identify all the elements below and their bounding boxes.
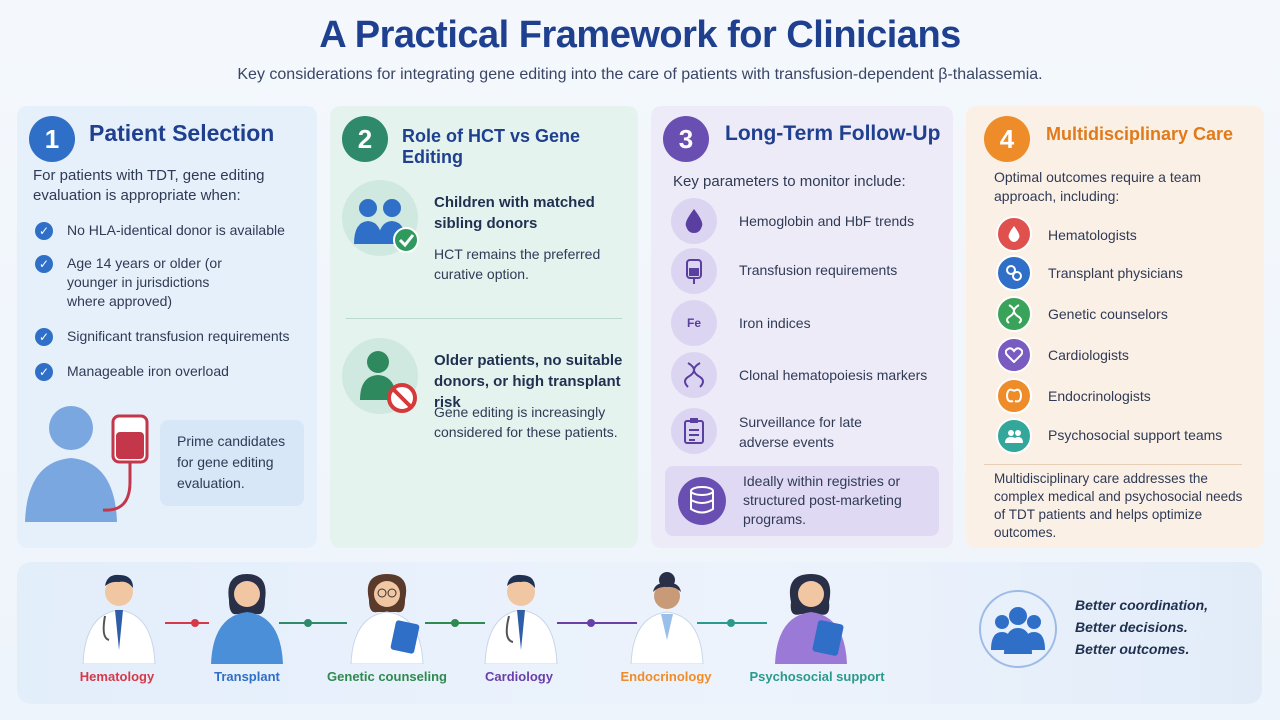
connector-dot bbox=[587, 619, 595, 627]
panel-multidisciplinary-care: 4 Multidisciplinary Care Optimal outcome… bbox=[966, 106, 1264, 548]
callout-text: Prime candidates for gene editing evalua… bbox=[177, 433, 286, 491]
panel-hct-vs-gene-editing: 2 Role of HCT vs Gene Editing Children w… bbox=[330, 106, 638, 548]
monitor-item: Transfusion requirements bbox=[739, 262, 898, 278]
team-member: Endocrinologists bbox=[1048, 388, 1151, 404]
dna-icon bbox=[671, 352, 717, 398]
people-icon bbox=[996, 418, 1032, 454]
blood-drop-icon bbox=[671, 198, 717, 244]
team-member: Genetic counselors bbox=[1048, 306, 1168, 322]
role-label: Hematology bbox=[79, 669, 155, 684]
thyroid-icon bbox=[996, 378, 1032, 414]
team-member: Transplant physicians bbox=[1048, 265, 1183, 281]
monitor-item: Clonal hematopoiesis markers bbox=[739, 367, 928, 383]
genetic-counselor-figure-icon bbox=[350, 574, 424, 664]
role-label: Endocrinology bbox=[620, 669, 712, 684]
outcome-line: Better decisions. bbox=[1075, 619, 1188, 635]
panel-long-term-follow-up: 3 Long-Term Follow-Up Key parameters to … bbox=[651, 106, 953, 548]
callout-box bbox=[160, 420, 304, 506]
matched-siblings-icon bbox=[342, 180, 419, 256]
criteria-item: Significant transfusion requirements bbox=[67, 328, 290, 344]
endocrinologist-figure-icon bbox=[630, 572, 704, 664]
cardiologist-figure-icon bbox=[484, 574, 558, 664]
monitor-item: Iron indices bbox=[739, 315, 811, 331]
psychosocial-support-figure-icon bbox=[775, 574, 847, 664]
clipboard-icon bbox=[671, 408, 717, 454]
criteria-item: Manageable iron overload bbox=[67, 363, 229, 379]
iron-fe-icon: Fe bbox=[671, 300, 717, 346]
connector-line bbox=[557, 622, 637, 624]
cells-icon bbox=[996, 255, 1032, 291]
panel-intro: For patients with TDT, gene editing eval… bbox=[33, 167, 265, 204]
outcomes-text: Better coordination, Better decisions. B… bbox=[1075, 594, 1245, 660]
fe-glyph: Fe bbox=[686, 316, 701, 330]
dna-icon bbox=[996, 296, 1032, 332]
callout-text: Ideally within registries or structured … bbox=[743, 473, 902, 527]
drop-icon bbox=[996, 216, 1032, 252]
step-number-4: 4 bbox=[984, 116, 1030, 162]
panel-heading: Multidisciplinary Care bbox=[1046, 124, 1234, 144]
role-label: Cardiology bbox=[485, 669, 553, 684]
hematologist-figure-icon bbox=[82, 574, 156, 664]
panel-heading: Role of HCT vs Gene Editing bbox=[402, 126, 581, 167]
case-title: Children with matched sibling donors bbox=[434, 194, 595, 232]
check-icon: ✓ bbox=[35, 222, 53, 240]
role-label: Transplant bbox=[214, 669, 280, 684]
care-team-band: Hematology Transplant Genetic counseling… bbox=[17, 562, 1262, 704]
page-title: A Practical Framework for Clinicians bbox=[319, 14, 961, 56]
transplant-figure-icon bbox=[211, 574, 283, 664]
team-member: Cardiologists bbox=[1048, 347, 1129, 363]
panel-heading: Patient Selection bbox=[89, 120, 275, 146]
team-group-icon bbox=[979, 590, 1057, 668]
connector-dot bbox=[191, 619, 199, 627]
heart-icon bbox=[996, 337, 1032, 373]
case-title: Older patients, no suitable donors, or h… bbox=[434, 352, 623, 411]
connector-dot bbox=[304, 619, 312, 627]
monitor-item: Hemoglobin and HbF trends bbox=[739, 213, 915, 229]
page-subtitle: Key considerations for integrating gene … bbox=[237, 66, 1043, 83]
patient-transfusion-icon bbox=[25, 406, 149, 522]
team-member: Psychosocial support teams bbox=[1048, 427, 1223, 443]
outcome-line: Better outcomes. bbox=[1075, 641, 1190, 657]
team-member: Hematologists bbox=[1048, 227, 1137, 243]
connector-dot bbox=[727, 619, 735, 627]
panel-heading: Long-Term Follow-Up bbox=[725, 122, 941, 145]
panel-summary: Multidisciplinary care addresses the com… bbox=[994, 471, 1243, 540]
step-number-3: 3 bbox=[663, 116, 709, 162]
divider bbox=[346, 318, 622, 319]
check-icon: ✓ bbox=[35, 328, 53, 346]
panel-patient-selection: 1 Patient Selection For patients with TD… bbox=[17, 106, 317, 548]
no-donor-icon bbox=[342, 338, 418, 414]
connector-line bbox=[279, 622, 347, 624]
case-text: HCT remains the preferred curative optio… bbox=[434, 246, 601, 282]
panel-intro: Optimal outcomes require a team approach… bbox=[994, 169, 1201, 204]
step-number-1: 1 bbox=[29, 116, 75, 162]
check-icon: ✓ bbox=[35, 363, 53, 381]
outcome-line: Better coordination, bbox=[1075, 597, 1209, 613]
case-text: Gene editing is increasingly considered … bbox=[434, 404, 618, 440]
connector-line bbox=[165, 622, 209, 624]
blood-bag-icon bbox=[671, 248, 717, 294]
role-label: Psychosocial support bbox=[749, 669, 885, 684]
criteria-item: No HLA-identical donor is available bbox=[67, 222, 285, 238]
check-icon: ✓ bbox=[35, 255, 53, 273]
role-label: Genetic counseling bbox=[327, 669, 447, 684]
panel-intro: Key parameters to monitor include: bbox=[673, 173, 906, 190]
monitor-item: Surveillance for late adverse events bbox=[739, 414, 862, 450]
step-number-2: 2 bbox=[342, 116, 388, 162]
connector-dot bbox=[451, 619, 459, 627]
database-icon bbox=[678, 477, 726, 525]
divider bbox=[984, 464, 1242, 465]
criteria-item: Age 14 years or older (or younger in jur… bbox=[67, 255, 222, 309]
